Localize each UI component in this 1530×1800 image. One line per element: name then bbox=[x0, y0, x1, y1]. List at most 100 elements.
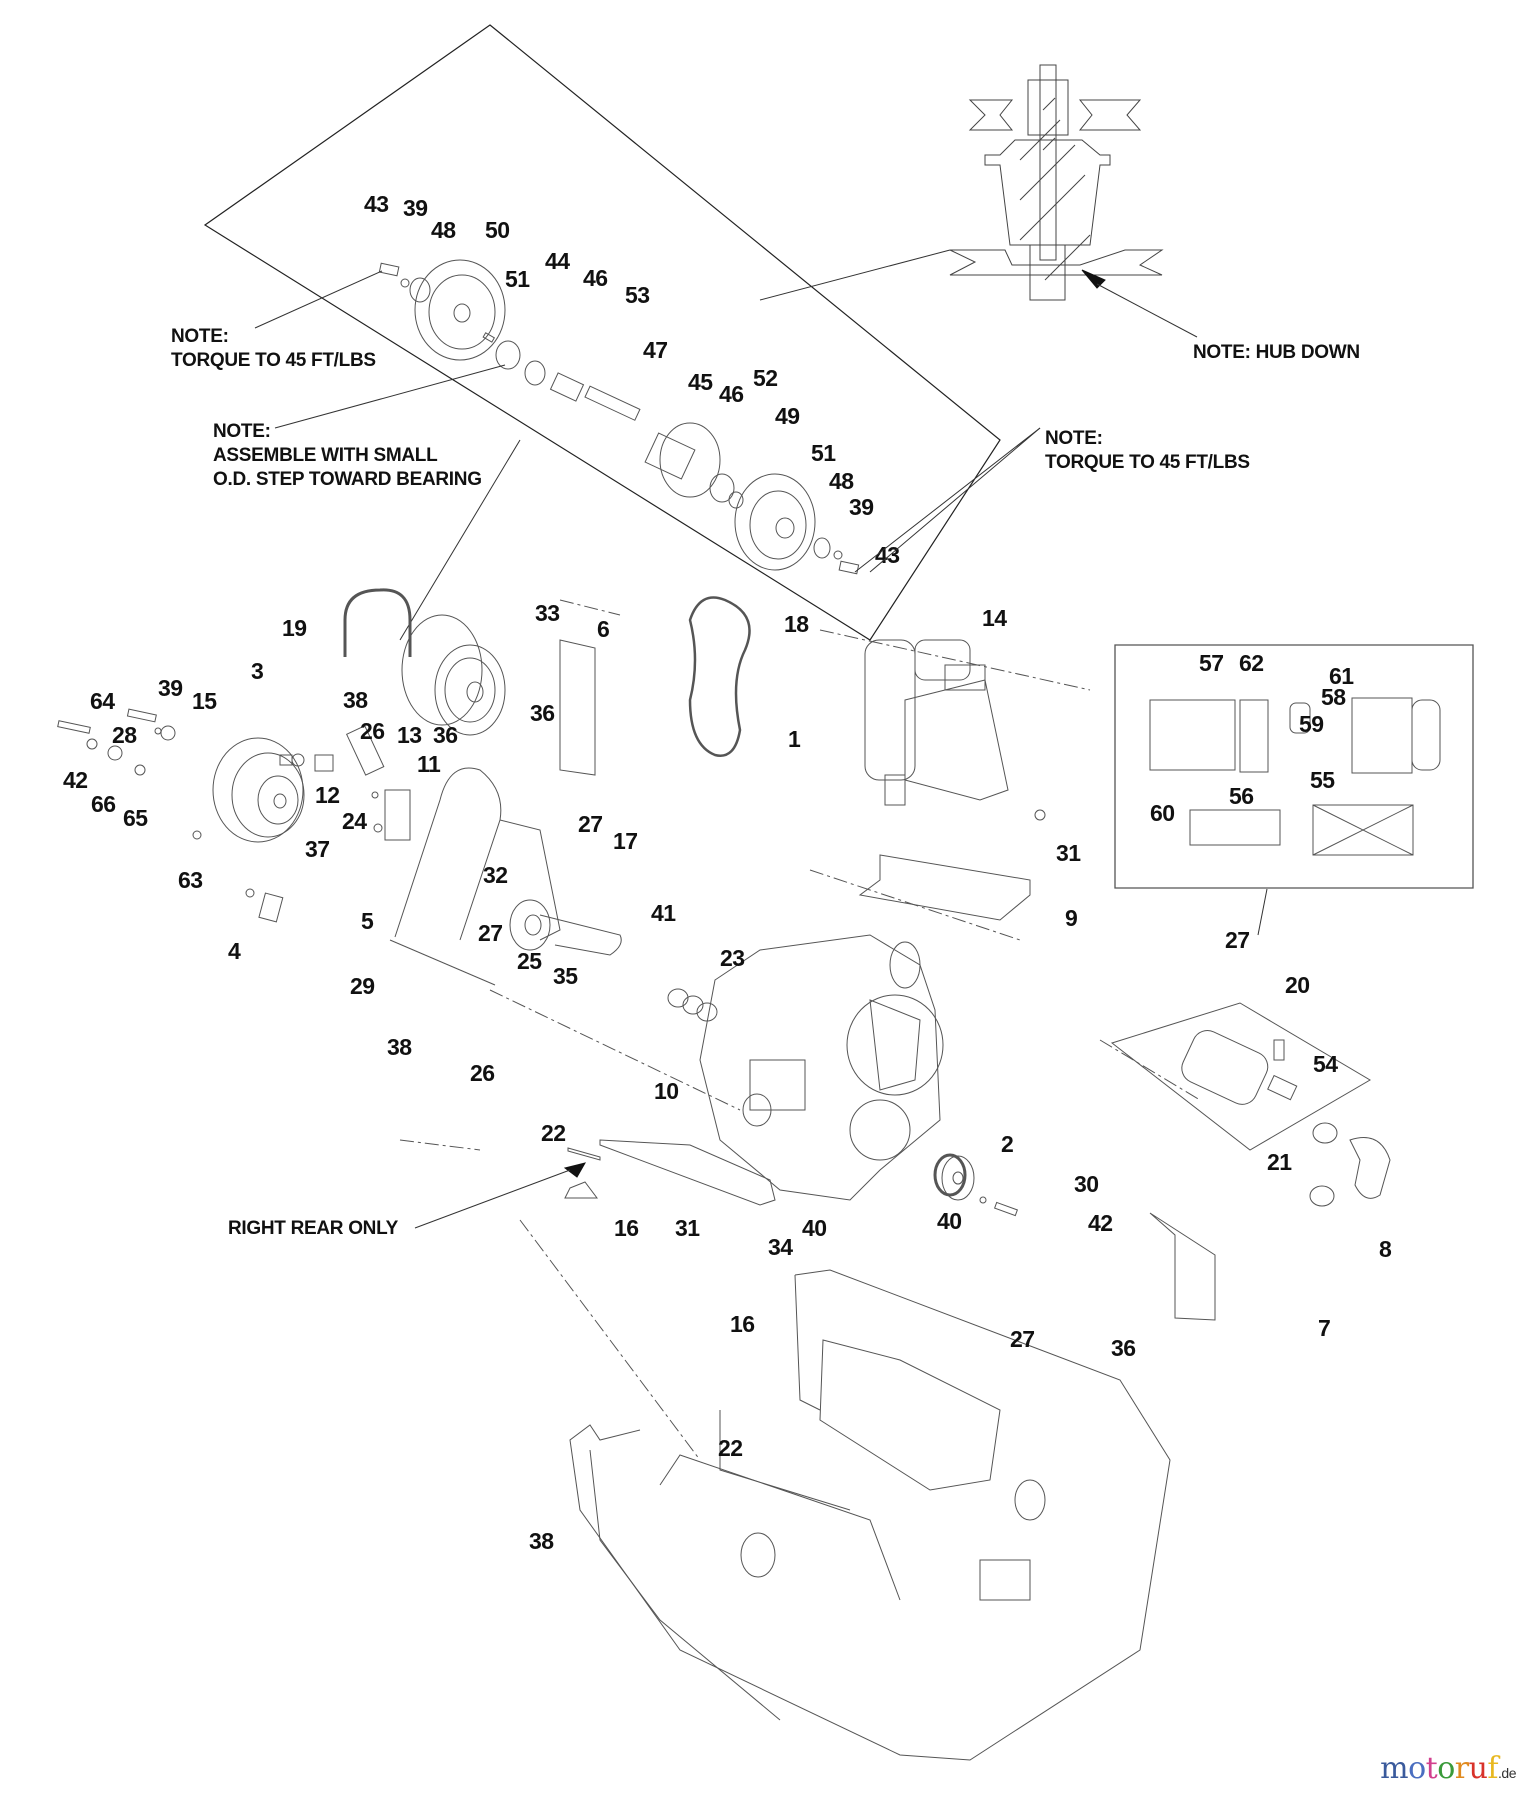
callout-35: 35 bbox=[553, 963, 578, 989]
callout-2: 2 bbox=[1001, 1131, 1014, 1157]
note-torque-left-heading: NOTE: bbox=[171, 326, 229, 347]
callout-66: 66 bbox=[91, 791, 116, 817]
clamp-21b bbox=[1310, 1186, 1334, 1206]
callout-48: 48 bbox=[829, 468, 854, 494]
callout-55: 55 bbox=[1310, 767, 1335, 793]
shim-22 bbox=[568, 1148, 600, 1160]
callout-6: 6 bbox=[597, 616, 610, 642]
note-torque-right-heading: NOTE: bbox=[1045, 428, 1103, 449]
callout-23: 23 bbox=[720, 945, 745, 971]
muffler-1 bbox=[865, 640, 1045, 820]
callout-27: 27 bbox=[478, 920, 503, 946]
left-hardware bbox=[58, 709, 410, 922]
callout-37: 37 bbox=[305, 836, 330, 862]
inset-leader-lower bbox=[400, 440, 520, 640]
engine-block bbox=[700, 935, 943, 1200]
callout-40: 40 bbox=[802, 1215, 827, 1241]
watermark-letter: t bbox=[1425, 1751, 1438, 1786]
callout-26: 26 bbox=[470, 1060, 495, 1086]
spindle-inset-frame bbox=[205, 25, 1000, 640]
note-assemble-line2: O.D. STEP TOWARD BEARING bbox=[213, 468, 482, 490]
callout-26: 26 bbox=[360, 718, 385, 744]
plate-7 bbox=[1150, 1213, 1215, 1320]
watermark-letter: o bbox=[1408, 1751, 1426, 1786]
callout-16: 16 bbox=[614, 1215, 639, 1241]
air-cleaner-20 bbox=[1177, 1026, 1297, 1110]
callout-41: 41 bbox=[651, 900, 676, 926]
air-filter-inset-frame bbox=[1115, 645, 1473, 888]
right-rear-arrowhead bbox=[565, 1163, 585, 1177]
callout-36: 36 bbox=[1111, 1335, 1136, 1361]
callout-12: 12 bbox=[315, 782, 340, 808]
callout-65: 65 bbox=[123, 805, 148, 831]
clutch-3 bbox=[213, 738, 304, 842]
note-torque-right-text: TORQUE TO 45 FT/LBS bbox=[1045, 451, 1250, 473]
watermark-letter: r bbox=[1454, 1751, 1469, 1786]
note-assemble: NOTE: ASSEMBLE WITH SMALL O.D. STEP TOWA… bbox=[213, 420, 482, 491]
callout-43: 43 bbox=[364, 191, 389, 217]
callout-8: 8 bbox=[1379, 1236, 1392, 1262]
callout-36: 36 bbox=[433, 722, 458, 748]
callout-60: 60 bbox=[1150, 800, 1175, 826]
callout-30: 30 bbox=[1074, 1171, 1099, 1197]
note-hub-down: NOTE: HUB DOWN bbox=[1193, 342, 1360, 363]
callout-25: 25 bbox=[517, 948, 542, 974]
chassis-frame bbox=[570, 1270, 1170, 1760]
callout-34: 34 bbox=[768, 1234, 793, 1260]
callout-58: 58 bbox=[1321, 684, 1346, 710]
callout-47: 47 bbox=[643, 337, 668, 363]
callout-33: 33 bbox=[535, 600, 560, 626]
callout-22: 22 bbox=[718, 1435, 743, 1461]
callout-1: 1 bbox=[788, 726, 801, 752]
callout-32: 32 bbox=[483, 862, 508, 888]
note-right-rear-only: RIGHT REAR ONLY bbox=[228, 1218, 399, 1239]
callout-31: 31 bbox=[675, 1215, 700, 1241]
callout-49: 49 bbox=[775, 403, 800, 429]
callout-44: 44 bbox=[545, 248, 570, 274]
callout-50: 50 bbox=[485, 217, 510, 243]
callout-11: 11 bbox=[417, 751, 441, 777]
callout-5: 5 bbox=[361, 908, 374, 934]
callout-21: 21 bbox=[1267, 1149, 1292, 1175]
hub-down-arrowhead bbox=[1082, 270, 1105, 288]
callout-48: 48 bbox=[431, 217, 456, 243]
callout-56: 56 bbox=[1229, 783, 1254, 809]
callout-19: 19 bbox=[282, 615, 307, 641]
note-torque-right: NOTE: TORQUE TO 45 FT/LBS bbox=[1045, 427, 1250, 475]
motoruf-watermark: motoruf.de bbox=[1380, 1751, 1516, 1786]
callout-27: 27 bbox=[1010, 1326, 1035, 1352]
note-torque-left: NOTE: TORQUE TO 45 FT/LBS bbox=[171, 325, 376, 373]
callout-46: 46 bbox=[583, 265, 608, 291]
inset-leader bbox=[760, 250, 950, 300]
hub-down-leader bbox=[1097, 284, 1197, 337]
spindle-parts bbox=[379, 260, 858, 574]
callout-28: 28 bbox=[112, 722, 137, 748]
drive-pulley bbox=[402, 615, 505, 735]
air-filter-parts bbox=[1150, 698, 1440, 855]
watermark-letter: m bbox=[1380, 1751, 1409, 1786]
watermark-letter: o bbox=[1437, 1751, 1455, 1786]
callout-52: 52 bbox=[753, 365, 778, 391]
mount-bracket-10 bbox=[600, 1140, 775, 1205]
clamp-21a bbox=[1313, 1123, 1337, 1143]
callout-27: 27 bbox=[578, 811, 603, 837]
watermark-letter: f bbox=[1487, 1751, 1499, 1786]
callout-42: 42 bbox=[63, 767, 88, 793]
watermark-letter: u bbox=[1468, 1751, 1488, 1786]
callout-20: 20 bbox=[1285, 972, 1310, 998]
callout-7: 7 bbox=[1318, 1315, 1331, 1341]
callout-29: 29 bbox=[350, 973, 375, 999]
callout-3: 3 bbox=[251, 658, 264, 684]
callout-27: 27 bbox=[1225, 927, 1250, 953]
callout-13: 13 bbox=[397, 722, 422, 748]
note-torque-left-text: TORQUE TO 45 FT/LBS bbox=[171, 349, 376, 371]
callout-51: 51 bbox=[811, 440, 836, 466]
spindle-cross-section bbox=[950, 65, 1162, 300]
callout-36: 36 bbox=[530, 700, 555, 726]
air-cleaner-frame-20 bbox=[1112, 1003, 1370, 1150]
belt-18 bbox=[690, 598, 750, 756]
callout-31: 31 bbox=[1056, 840, 1081, 866]
callout-61: 61 bbox=[1329, 663, 1354, 689]
callout-38: 38 bbox=[387, 1034, 412, 1060]
